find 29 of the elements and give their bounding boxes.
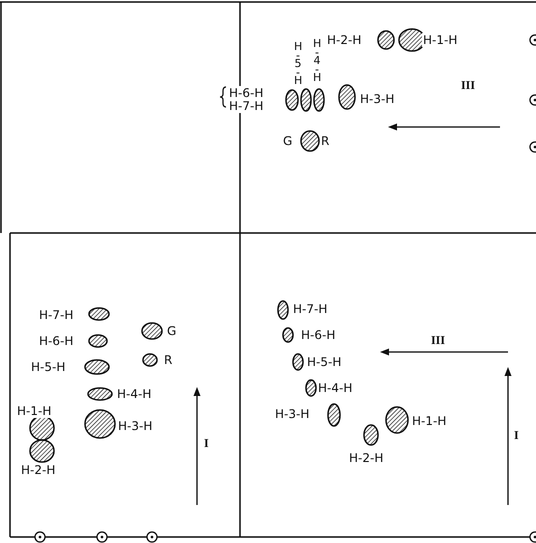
spot-label: G [166,324,178,338]
spot-label: H-1-H [411,414,448,428]
spot-label: H-4-H [317,381,354,395]
spot-label: R [320,134,330,148]
spot-label: H-3-H [117,419,154,433]
spot-label: H-5-H [30,360,66,374]
spot-label: H-4-H [313,40,321,82]
spot-label: H-5-H [294,43,302,86]
spot-label: H-1-H [422,33,458,47]
spot-label: H-3-H [274,407,310,421]
spot-label: H-3-H [359,92,396,106]
spot-label: H-7-H [292,302,328,316]
spot-label: H-2-H [326,33,362,47]
spot-label: R [163,353,174,367]
direction-label: I [513,428,520,442]
spot-label: H-6-H [300,328,336,342]
spot-label: H-1-H [16,404,52,418]
direction-label: III [430,333,446,347]
spot-label: H-7-H [228,99,264,113]
spot-label: H-2-H [348,451,384,465]
spot-label: H-2-H [20,463,56,477]
spot-label: H-6-H [38,334,74,348]
spot-label: H-7-H [38,308,74,322]
direction-label: I [203,436,210,450]
spot-label: H-4-H [116,387,152,401]
direction-label: III [460,78,476,92]
spot-label: G [282,134,294,148]
spot-label: H-6-H [228,86,264,100]
spot-label: H-5-H [306,355,342,369]
